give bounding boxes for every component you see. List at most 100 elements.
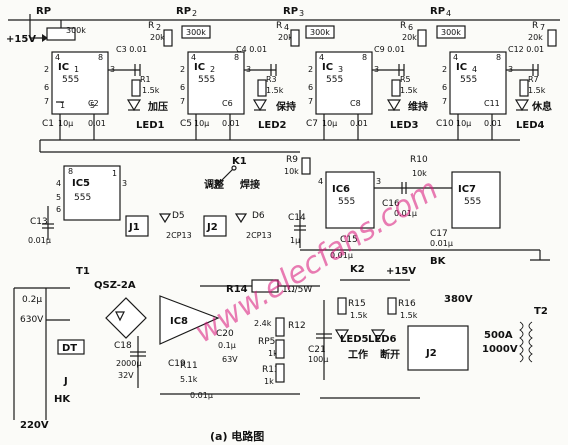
- bridge-rectifier: QSZ-2A: [94, 280, 147, 339]
- svg-text:0.01μ: 0.01μ: [394, 209, 417, 218]
- svg-text:0.01: 0.01: [350, 119, 368, 128]
- figure-caption: (a) 电路图: [210, 429, 264, 443]
- svg-text:1k: 1k: [268, 349, 278, 358]
- svg-text:2000μ: 2000μ: [116, 359, 141, 368]
- svg-text:6: 6: [44, 83, 49, 92]
- svg-text:DT: DT: [62, 343, 77, 354]
- svg-text:555: 555: [326, 75, 343, 85]
- svg-text:4: 4: [319, 53, 324, 62]
- svg-text:1000V: 1000V: [482, 344, 518, 355]
- svg-text:维持: 维持: [408, 100, 428, 113]
- svg-text:D5: D5: [172, 211, 185, 221]
- svg-text:4: 4: [191, 53, 196, 62]
- svg-text:100μ: 100μ: [308, 355, 328, 364]
- svg-text:6: 6: [56, 205, 61, 214]
- svg-text:C18: C18: [114, 341, 132, 351]
- svg-text:LED3: LED3: [390, 120, 419, 131]
- svg-text:R1: R1: [140, 75, 151, 84]
- svg-text:10μ: 10μ: [58, 119, 73, 128]
- svg-text:C17: C17: [430, 229, 448, 239]
- svg-text:LED1: LED1: [136, 120, 165, 131]
- svg-text:C1: C1: [42, 119, 54, 129]
- svg-text:J: J: [63, 376, 68, 387]
- svg-text:10μ: 10μ: [322, 119, 337, 128]
- svg-text:保持: 保持: [275, 100, 296, 113]
- svg-text:555: 555: [62, 75, 79, 85]
- svg-text:2: 2: [210, 65, 215, 74]
- r2: R 2 20k: [148, 21, 173, 47]
- svg-text:6: 6: [408, 23, 413, 32]
- svg-text:R: R: [148, 21, 154, 31]
- svg-text:J1: J1: [128, 222, 140, 233]
- svg-text:C8: C8: [350, 99, 361, 108]
- svg-text:2CP13: 2CP13: [246, 231, 272, 240]
- r4: R 4 20k: [276, 21, 300, 47]
- svg-text:R5: R5: [400, 75, 411, 84]
- svg-text:20k: 20k: [278, 33, 293, 42]
- svg-text:20k: 20k: [150, 33, 165, 42]
- svg-text:LED2: LED2: [258, 120, 287, 131]
- svg-text:IC: IC: [58, 62, 69, 73]
- output-indicators: C21 100μ K2 +15V R15 1.5k R16 1.5k LED5 …: [308, 264, 420, 399]
- svg-text:+15V: +15V: [386, 266, 416, 277]
- svg-text:R: R: [276, 21, 282, 31]
- c18: C18 2000μ 32V: [114, 336, 146, 388]
- svg-text:20k: 20k: [528, 33, 543, 42]
- svg-text:6: 6: [180, 83, 185, 92]
- relay-j2: J2 D6 2CP13: [203, 211, 272, 240]
- svg-text:R: R: [532, 21, 538, 31]
- svg-text:R7: R7: [528, 75, 539, 84]
- svg-text:0.01: 0.01: [222, 119, 240, 128]
- svg-text:LED4: LED4: [516, 120, 545, 131]
- svg-text:555: 555: [464, 197, 481, 207]
- svg-text:1.5k: 1.5k: [350, 311, 368, 320]
- svg-text:6: 6: [308, 83, 313, 92]
- svg-text:R9: R9: [286, 155, 298, 165]
- svg-text:RP: RP: [430, 6, 445, 17]
- relay-j1: J1 D5 2CP13: [125, 211, 192, 240]
- rp3: RP 3 300k: [283, 6, 335, 39]
- ic1-body: [51, 51, 109, 115]
- svg-text:R13: R13: [262, 365, 280, 375]
- svg-text:T2: T2: [534, 306, 548, 317]
- svg-text:LED6: LED6: [368, 334, 397, 345]
- svg-text:4: 4: [318, 177, 323, 186]
- svg-text:10μ: 10μ: [456, 119, 471, 128]
- svg-text:LED5: LED5: [340, 334, 369, 345]
- svg-text:63V: 63V: [222, 355, 238, 364]
- svg-text:R15: R15: [348, 299, 366, 309]
- svg-text:R14: R14: [226, 284, 248, 295]
- svg-text:2: 2: [44, 65, 49, 74]
- svg-text:C10: C10: [436, 119, 454, 129]
- svg-text:QSZ-2A: QSZ-2A: [94, 280, 136, 291]
- svg-text:555: 555: [338, 197, 355, 207]
- svg-text:555: 555: [198, 75, 215, 85]
- svg-text:5.1k: 5.1k: [180, 375, 198, 384]
- svg-text:IC: IC: [194, 62, 205, 73]
- svg-text:焊接: 焊接: [240, 178, 260, 191]
- svg-text:0.01: 0.01: [88, 119, 106, 128]
- svg-text:C21: C21: [308, 345, 326, 355]
- svg-text:1.5k: 1.5k: [142, 86, 160, 95]
- svg-text:IC6: IC6: [332, 184, 350, 195]
- svg-text:C13: C13: [30, 217, 48, 227]
- r14: R14 1Ω/5W: [200, 279, 320, 295]
- svg-text:2CP13: 2CP13: [166, 231, 192, 240]
- svg-text:2.4k: 2.4k: [254, 319, 272, 328]
- ic5-block: IC5 555 84 56 13 C13 0.01μ: [28, 165, 127, 245]
- svg-text:R: R: [400, 21, 406, 31]
- svg-text:IC: IC: [456, 62, 467, 73]
- svg-text:C6: C6: [222, 99, 233, 108]
- svg-text:2: 2: [180, 65, 185, 74]
- svg-text:8: 8: [362, 53, 367, 62]
- svg-text:C3 0.01: C3 0.01: [116, 45, 147, 54]
- watermark: www.elecfans.com: [188, 172, 444, 350]
- svg-text:IC: IC: [322, 62, 333, 73]
- svg-text:IC8: IC8: [170, 316, 188, 327]
- switch-k1: K1 调整 焊接: [204, 156, 260, 191]
- svg-text:J2: J2: [206, 222, 218, 233]
- svg-text:工作: 工作: [348, 348, 368, 361]
- svg-text:10k: 10k: [284, 167, 299, 176]
